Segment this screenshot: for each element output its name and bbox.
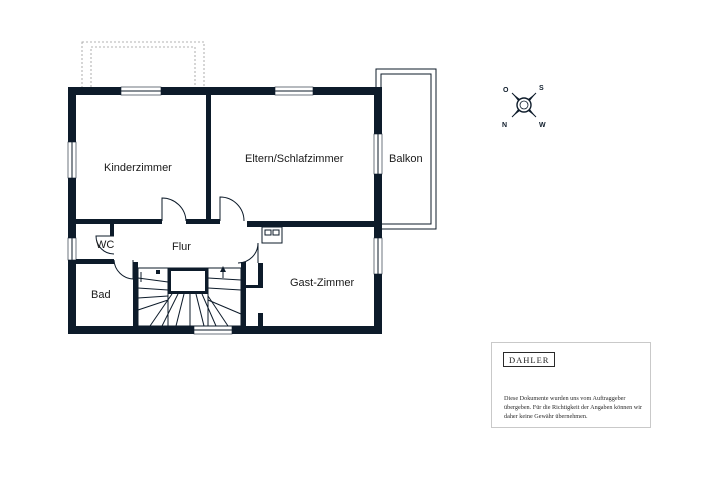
disclaimer-box: DAHLER Diese Dokumente wurden uns vom Au… [491, 342, 651, 428]
staircase [137, 266, 242, 327]
interior-walls [76, 95, 374, 326]
chimney [261, 226, 283, 244]
compass-icon: O S N W [502, 85, 546, 129]
doors [95, 196, 259, 280]
balcony-outline [375, 68, 437, 230]
room-label-balkon: Balkon [389, 153, 423, 165]
exterior-walls [68, 87, 382, 334]
compass-o: O [503, 87, 509, 94]
room-label-kinderzimmer: Kinderzimmer [104, 162, 172, 174]
room-label-wc: WC [96, 239, 114, 251]
compass-w: W [539, 122, 546, 129]
compass-s: S [539, 85, 544, 92]
dashed-outline [81, 41, 205, 90]
room-label-bad: Bad [91, 289, 111, 301]
compass-n: N [502, 122, 507, 129]
room-label-eltern: Eltern/Schlafzimmer [245, 153, 344, 165]
disclaimer-text: Diese Dokumente wurden uns vom Auftragge… [504, 395, 643, 420]
room-label-flur: Flur [172, 241, 191, 253]
brand-logo: DAHLER [503, 352, 556, 367]
room-label-gast: Gast-Zimmer [290, 277, 355, 289]
windows [67, 86, 383, 335]
